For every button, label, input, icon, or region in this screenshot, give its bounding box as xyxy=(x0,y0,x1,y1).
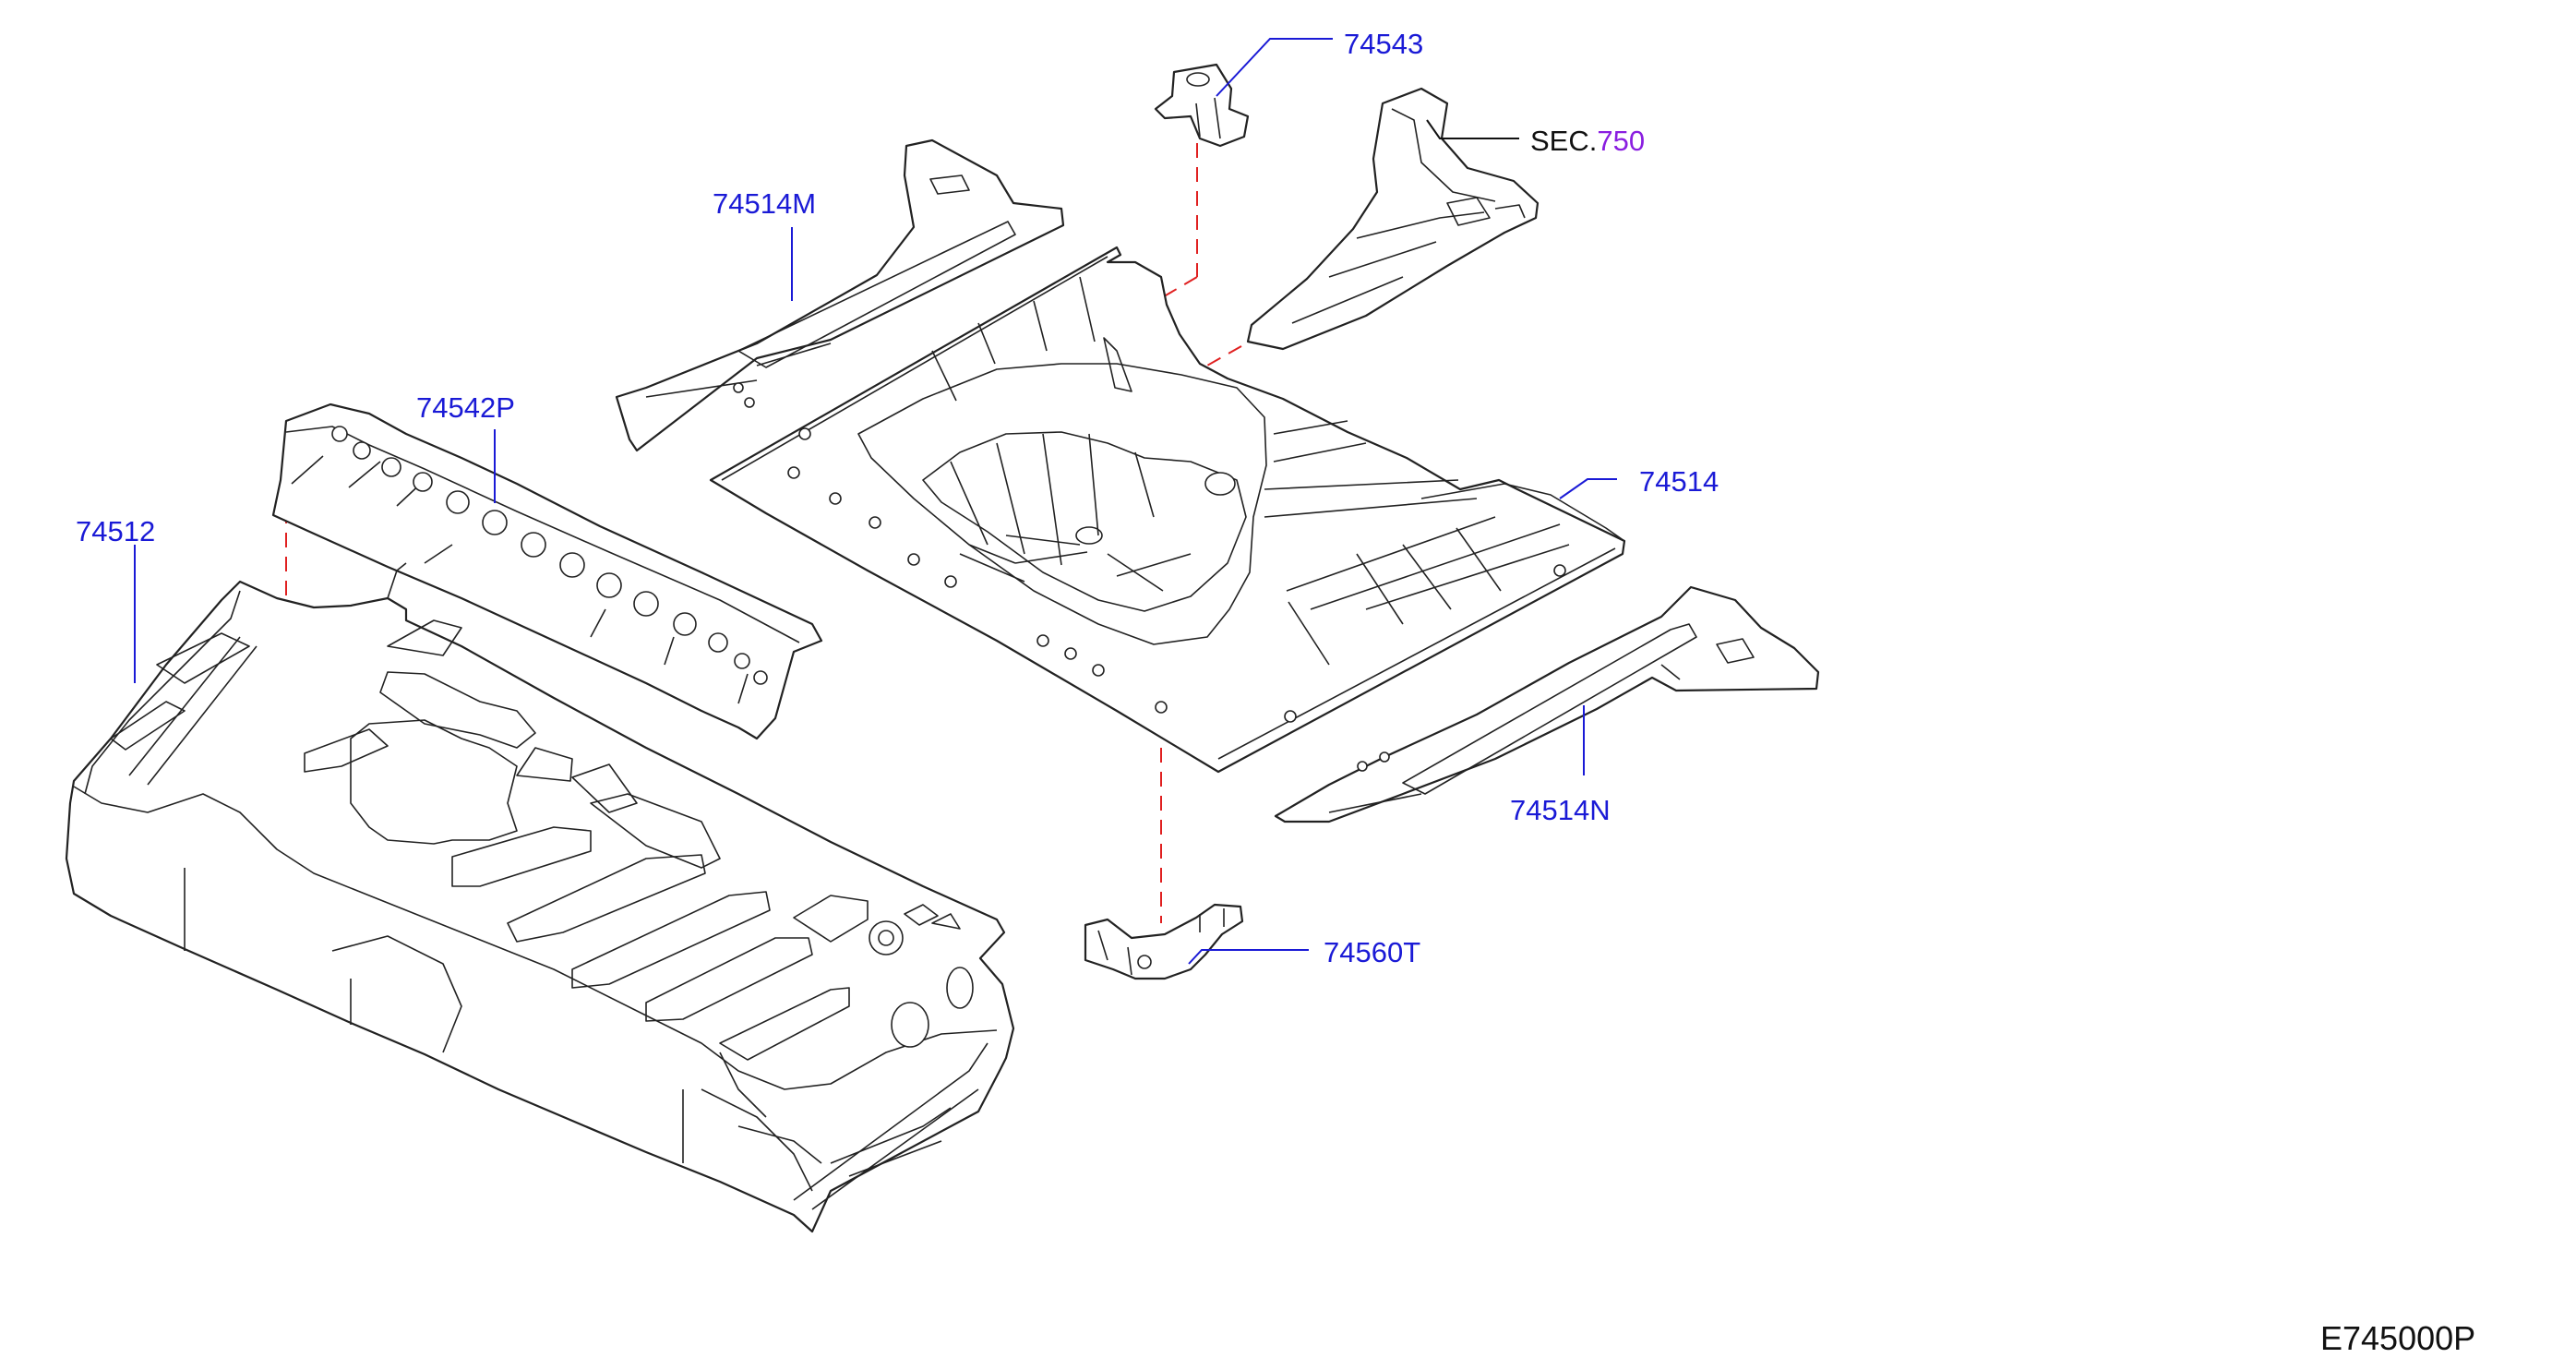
part-74512-panel[interactable] xyxy=(65,562,1015,1233)
rear-floor-pan[interactable] xyxy=(709,246,1626,774)
callout-leaders xyxy=(134,38,1617,965)
diagram-code: E745000P xyxy=(2320,1319,2475,1357)
label-74514[interactable]: 74514 xyxy=(1639,465,1719,498)
part-74543-bracket[interactable] xyxy=(1154,63,1250,148)
sec-number-link[interactable]: 750 xyxy=(1597,125,1645,157)
label-74542P[interactable]: 74542P xyxy=(416,391,515,424)
label-74514M[interactable]: 74514M xyxy=(713,187,816,220)
label-74514N[interactable]: 74514N xyxy=(1510,794,1611,826)
label-74560T[interactable]: 74560T xyxy=(1324,936,1420,968)
part-74514M-member[interactable] xyxy=(615,138,1065,452)
part-sec750-rail[interactable] xyxy=(1246,87,1540,351)
sec-prefix: SEC. xyxy=(1530,125,1597,157)
part-labels: 74543 SEC.750 74514M 74542P 74512 74514 … xyxy=(76,28,2475,1357)
label-sec-750[interactable]: SEC.750 xyxy=(1530,125,1645,157)
label-74543[interactable]: 74543 xyxy=(1344,28,1423,60)
part-74560T-bracket[interactable] xyxy=(1084,903,1244,980)
part-74514-member xyxy=(1420,483,1625,542)
part-74542P-member[interactable] xyxy=(271,403,823,740)
part-74514N-member[interactable] xyxy=(1274,585,1820,823)
label-74512[interactable]: 74512 xyxy=(76,515,155,547)
